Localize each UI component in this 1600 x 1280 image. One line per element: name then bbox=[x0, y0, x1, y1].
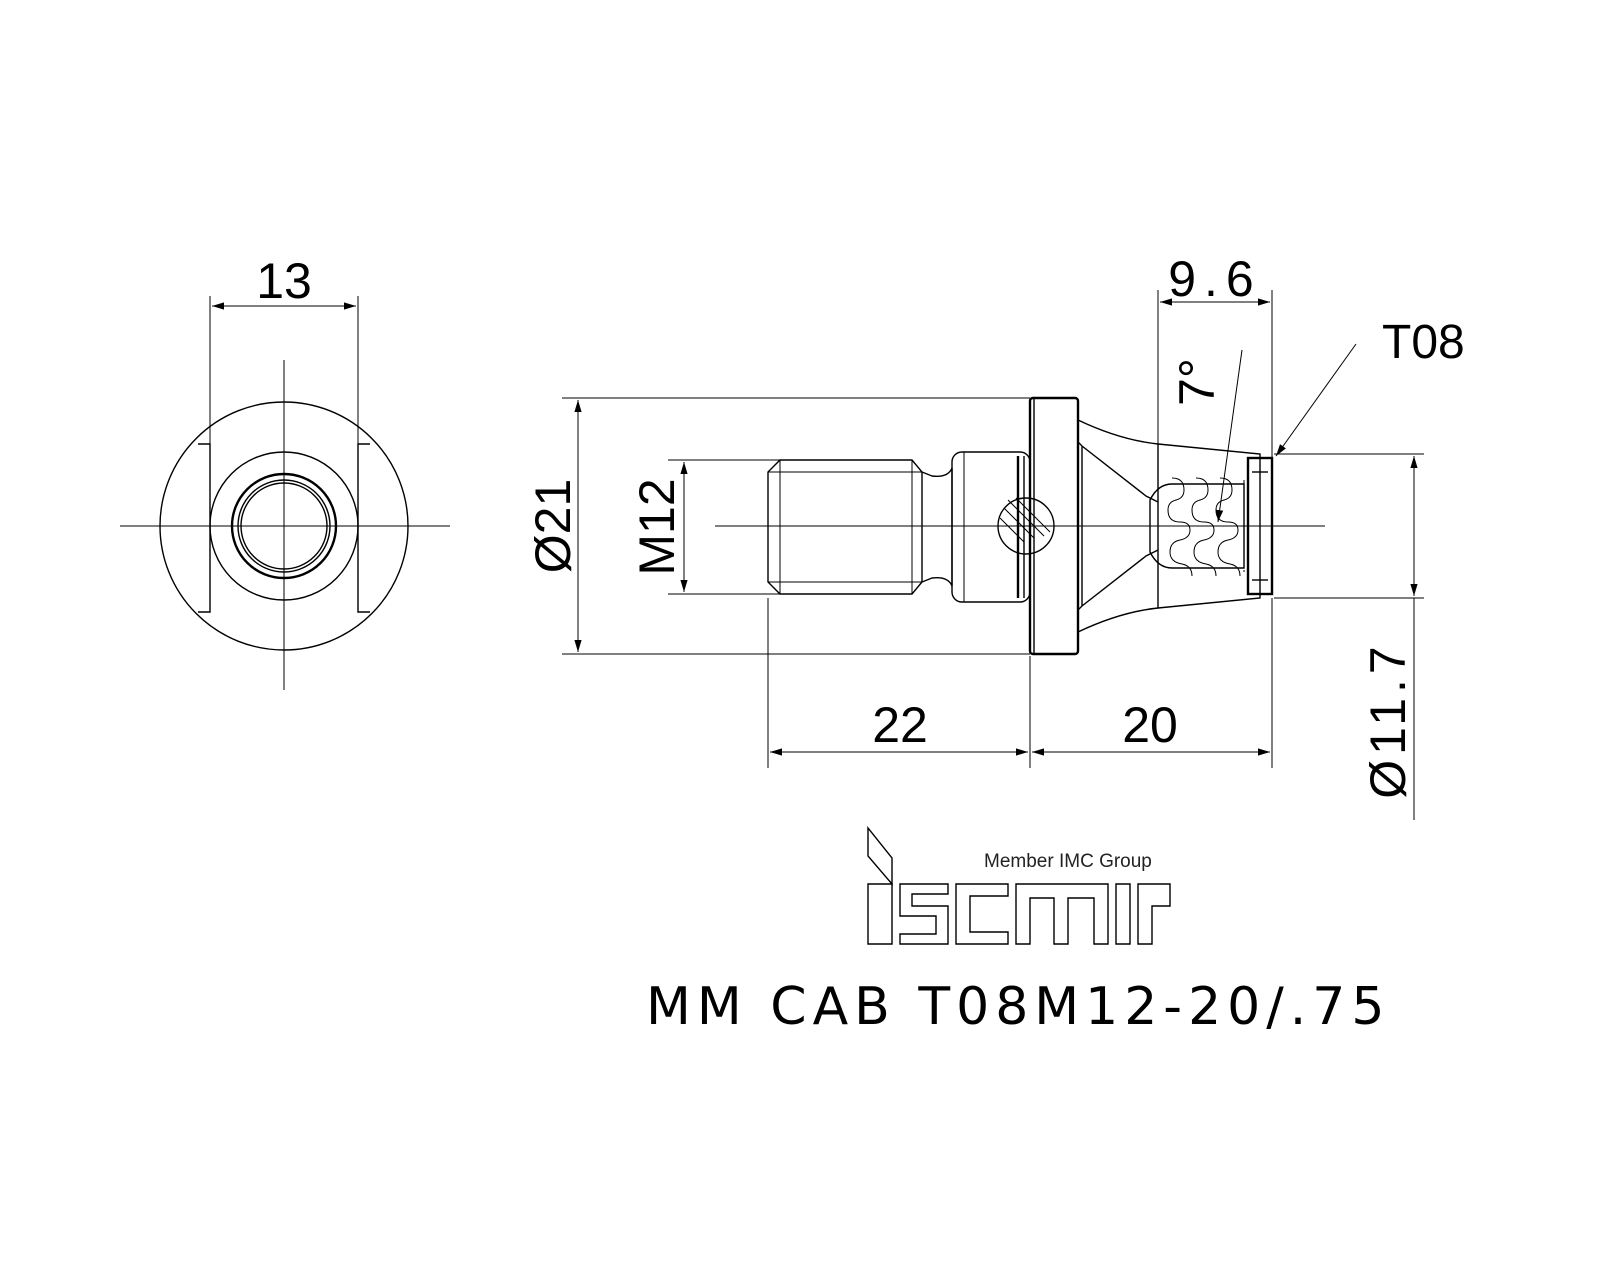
threaded-shank bbox=[767, 459, 923, 595]
dim-length-head: 20 bbox=[1122, 697, 1178, 753]
front-outer-circle bbox=[159, 401, 409, 651]
flange bbox=[1028, 396, 1080, 656]
brand-logo: Member IMC Group bbox=[867, 826, 1171, 945]
dim-length-thread: 22 bbox=[872, 697, 928, 753]
front-bore-edge bbox=[240, 482, 328, 570]
front-inner-circle bbox=[209, 451, 359, 601]
dim-thread: M12 bbox=[629, 478, 685, 575]
cone-inner-top bbox=[1077, 441, 1159, 503]
brand-logo-mark bbox=[867, 826, 1171, 945]
front-bore-outer bbox=[230, 472, 338, 580]
torx-label: T08 bbox=[1382, 316, 1465, 369]
front-bore-inner bbox=[237, 479, 331, 573]
tip-body bbox=[1157, 443, 1261, 609]
front-flat-left bbox=[198, 443, 211, 613]
dim-diameter-flange: Ø21 bbox=[525, 479, 581, 574]
side-view bbox=[715, 396, 1325, 656]
torx-leader bbox=[1275, 343, 1357, 457]
front-view: 13 bbox=[120, 253, 450, 690]
dim-width-front: 13 bbox=[256, 253, 312, 309]
cone-inner-bottom bbox=[1077, 549, 1159, 611]
part-number-title: MM CAB T08M12-20/.75 bbox=[646, 977, 1390, 1037]
inner-thread bbox=[1149, 477, 1245, 577]
neck bbox=[921, 467, 953, 587]
dim-length-tip: 9.6 bbox=[1168, 251, 1262, 307]
dim-angle-tip: 7° bbox=[1169, 358, 1225, 406]
brand-tagline: Member IMC Group bbox=[984, 851, 1152, 872]
dim-diameter-tip: Ø11.7 bbox=[1360, 641, 1416, 799]
cone-body bbox=[1077, 419, 1159, 633]
side-dimensions: Ø21 M12 22 20 9.6 7° T08 Ø11.7 bbox=[525, 251, 1465, 820]
front-flat-right bbox=[357, 443, 370, 613]
end-face bbox=[1246, 456, 1274, 596]
dim-angle-leader bbox=[1216, 349, 1243, 523]
